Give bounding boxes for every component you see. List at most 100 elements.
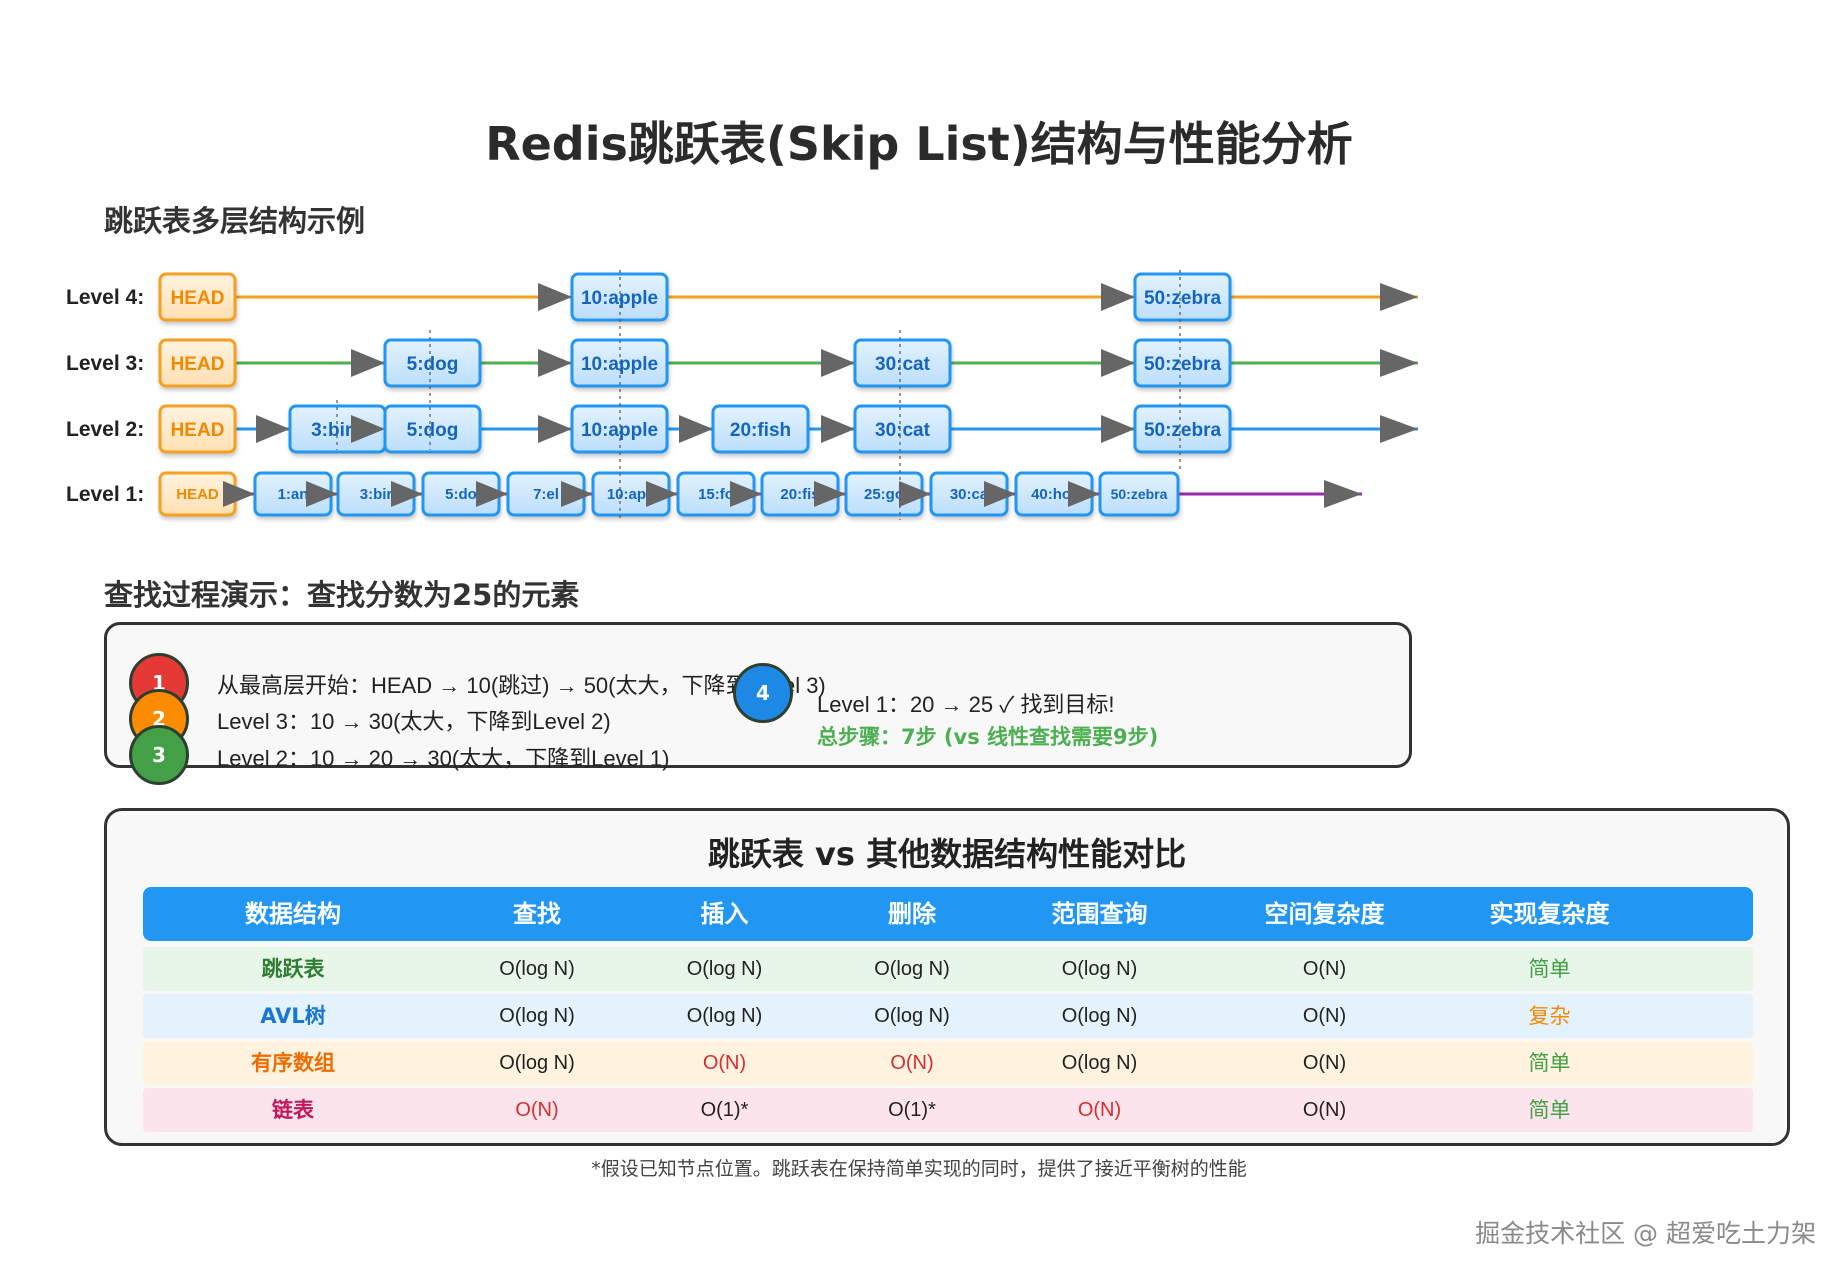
search-section-title: 查找过程演示：查找分数为25的元素 [104, 578, 580, 612]
node-label: 10:app [607, 486, 655, 503]
node-label: 20:fis [780, 486, 819, 503]
step-3-text: Level 2：10 → 20 → 30(太大，下降到Level 1) [217, 746, 670, 771]
comparison-title: 跳跃表 vs 其他数据结构性能对比 [707, 835, 1187, 873]
table-cell: O(log N) [1061, 1052, 1138, 1074]
table-cell: O(log N) [686, 1005, 763, 1027]
table-cell: O(1)* [888, 1099, 936, 1121]
node-label: 5:dog [407, 354, 459, 375]
level-label: Level 1: [66, 483, 144, 506]
table-cell: O(log N) [499, 1052, 575, 1074]
table-cell: O(log N) [1061, 1005, 1138, 1027]
page-title: Redis跳跃表(Skip List)结构与性能分析 [485, 117, 1353, 171]
pointer-arrow [821, 349, 855, 377]
node-label: 5:do [445, 486, 477, 503]
table-cell: O(N) [1077, 1099, 1122, 1121]
comparison-panel: 跳跃表 vs 其他数据结构性能对比 数据结构 查找 插入 删除 范围查询 空间复… [104, 808, 1790, 1146]
pointer-arrow [821, 415, 855, 443]
pointer-arrow [476, 481, 508, 507]
step-3-badge: 3 [129, 725, 189, 785]
table-cell: O(log N) [874, 958, 950, 980]
pointer-arrow [538, 283, 572, 311]
node-label: 30:ca [950, 486, 989, 503]
row-name: 有序数组 [251, 1051, 335, 1075]
table-cell: O(N) [702, 1052, 747, 1074]
end-arrow [1324, 480, 1362, 508]
step-4-badge: 4 [733, 663, 793, 723]
pointer-arrow [1101, 283, 1135, 311]
pointer-arrow [814, 481, 846, 507]
node-label: 30:cat [875, 354, 931, 375]
node-label: 50:zebra [1111, 486, 1168, 502]
table-cell: 简单 [1528, 1051, 1571, 1075]
table-cell: O(N) [1302, 1005, 1347, 1027]
header-space-complexity: 空间复杂度 [1264, 900, 1385, 928]
pointer-arrow [1101, 415, 1135, 443]
table-cell: 复杂 [1528, 1004, 1571, 1028]
table-cell: O(log N) [499, 958, 575, 980]
table-cell: O(N) [1302, 958, 1347, 980]
pointer-arrow [679, 415, 713, 443]
pointer-arrow [1068, 481, 1100, 507]
pointer-arrow [538, 415, 572, 443]
pointer-arrow [351, 349, 385, 377]
pointer-arrow [646, 481, 678, 507]
table-cell: O(log N) [874, 1005, 950, 1027]
pointer-arrow [984, 481, 1016, 507]
table-cell: O(1)* [700, 1099, 749, 1121]
step-2-text: Level 3：10 → 30(太大，下降到Level 2) [217, 709, 611, 734]
node-label: 5:dog [407, 420, 459, 441]
head-node [158, 338, 237, 388]
row-name: 跳跃表 [261, 957, 325, 981]
pointer-arrow [223, 481, 255, 507]
structure-section-title: 跳跃表多层结构示例 [104, 204, 366, 238]
node-label: 15:fo [698, 486, 734, 503]
table-row: AVL树 O(log N) O(log N) O(log N) O(log N)… [143, 994, 1753, 1038]
head-node [158, 272, 237, 322]
table-cell: 简单 [1528, 1098, 1571, 1122]
header-delete: 删除 [888, 900, 936, 928]
node-label: 3:bir [360, 486, 393, 503]
node-label: 1:an [278, 486, 309, 503]
header-insert: 插入 [700, 900, 749, 928]
step-4-text: Level 1：20 → 25 ✓ 找到目标! [817, 692, 1115, 717]
node-label: 30:cat [875, 420, 931, 441]
header-range-query: 范围查询 [1051, 900, 1148, 928]
pointer-arrow [1101, 349, 1135, 377]
pointer-arrow [351, 415, 385, 443]
table-row: 链表 O(N) O(1)* O(1)* O(N) O(N) 简单 [143, 1088, 1753, 1132]
end-arrow [1380, 415, 1418, 443]
row-name: AVL树 [260, 1004, 326, 1028]
head-node [158, 404, 237, 454]
table-cell: 简单 [1528, 957, 1571, 981]
header-impl-complexity: 实现复杂度 [1489, 900, 1610, 928]
pointer-arrow [561, 481, 593, 507]
search-summary: 总步骤：7步 (vs 线性查找需要9步) [817, 725, 1159, 749]
pointer-arrow [391, 481, 423, 507]
table-cell: O(log N) [686, 958, 763, 980]
header-search: 查找 [513, 900, 561, 928]
level-label: Level 3: [66, 352, 144, 375]
node-label: 10:apple [581, 354, 658, 375]
table-row: 有序数组 O(log N) O(N) O(N) O(log N) O(N) 简单 [143, 1041, 1753, 1085]
node-label: 50:zebra [1144, 420, 1222, 441]
pointer-arrow [730, 481, 762, 507]
table-cell: O(N) [1302, 1052, 1347, 1074]
header-structure: 数据结构 [245, 900, 341, 928]
pointer-arrow [538, 349, 572, 377]
table-cell: O(log N) [499, 1005, 575, 1027]
footnote: *假设已知节点位置。跳跃表在保持简单实现的同时，提供了接近平衡树的性能 [591, 1158, 1247, 1180]
search-process-panel: 1 2 3 从最高层开始：HEAD → 10(跳过) → 50(太大，下降到Le… [104, 622, 1412, 785]
node-label: HEAD [176, 486, 219, 503]
table-cell: O(N) [890, 1052, 934, 1074]
row-name: 链表 [272, 1098, 314, 1122]
node-label: 25:go [864, 486, 904, 503]
watermark: 掘金技术社区 @ 超爱吃土力架 [1475, 1219, 1816, 1248]
node-label: HEAD [171, 354, 225, 375]
node-label: HEAD [171, 288, 225, 309]
comparison-table-header: 数据结构 查找 插入 删除 范围查询 空间复杂度 实现复杂度 [143, 887, 1753, 941]
node-label: 40:hor [1031, 486, 1077, 503]
node-label: 20:fish [730, 420, 791, 441]
node-label: 50:zebra [1144, 354, 1222, 375]
node-label: HEAD [171, 420, 225, 441]
